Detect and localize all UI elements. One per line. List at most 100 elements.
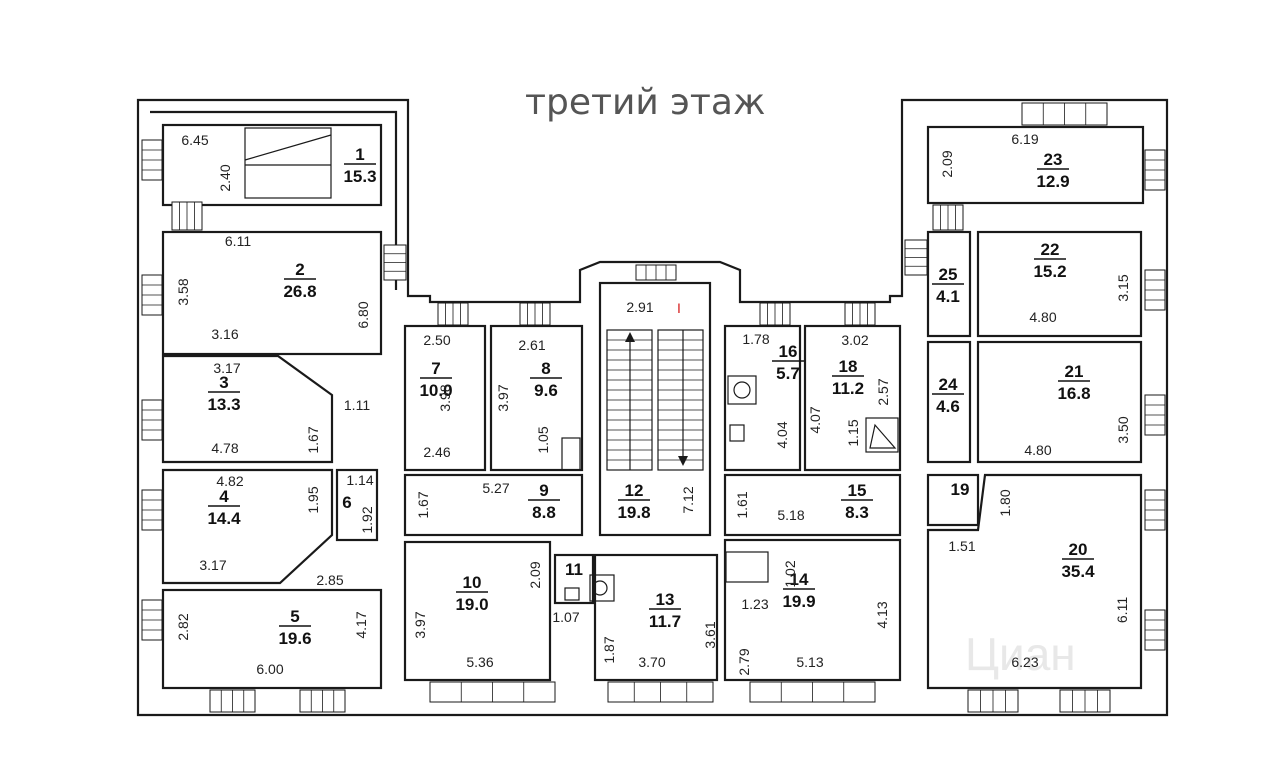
dimension-label: 1.14 (346, 472, 373, 488)
room-area: 11.2 (832, 379, 864, 398)
room-label: 115.3 (343, 145, 376, 186)
fixtures (561, 375, 899, 602)
dimension-label: 4.80 (1029, 309, 1056, 325)
toilet-icon (727, 375, 757, 405)
dimension-labels: 6.452.406.113.583.166.803.171.111.674.78… (175, 131, 1131, 677)
room-9-outline (403, 473, 584, 537)
room-number: 25 (939, 265, 958, 284)
dimension-label: 6.45 (181, 132, 208, 148)
room-10-outline (403, 540, 552, 682)
room-label: 313.3 (207, 373, 240, 414)
window (635, 264, 677, 281)
dimension-label: 6.00 (256, 661, 283, 677)
room-label: 19 (951, 480, 970, 499)
room-5-outline (161, 588, 383, 690)
dimension-label: 1.11 (344, 397, 370, 413)
sink-icon (564, 587, 580, 601)
window (932, 204, 964, 231)
dimension-label: 1.78 (742, 331, 769, 347)
room-number: 7 (431, 359, 440, 378)
room-14-outline (723, 538, 902, 682)
room-area: 14.4 (207, 509, 241, 528)
window (209, 689, 256, 713)
window (429, 681, 556, 703)
room-number: 14 (790, 570, 809, 589)
room-number: 19 (951, 480, 970, 499)
dimension-label: 6.19 (1011, 131, 1038, 147)
sink-icon (729, 424, 745, 442)
dimension-label: 1.67 (415, 491, 431, 518)
room-1-outline (161, 123, 383, 207)
room-area: 12.9 (1036, 172, 1069, 191)
window (437, 302, 469, 326)
window (1021, 102, 1108, 126)
stairs (244, 127, 704, 471)
room-area: 19.6 (278, 629, 311, 648)
room-23-outline (926, 125, 1145, 205)
dimension-label: 2.79 (736, 648, 752, 675)
room-area: 5.7 (776, 364, 800, 383)
window (171, 201, 203, 231)
room-number: 23 (1044, 150, 1063, 169)
window (967, 689, 1019, 713)
room-area: 4.1 (936, 287, 960, 306)
dimension-label: 3.97 (412, 611, 428, 638)
window (904, 239, 928, 276)
window (1144, 269, 1166, 311)
dimension-label: 3.15 (1115, 274, 1131, 301)
dimension-label: 3.17 (199, 557, 226, 573)
room-area: 15.2 (1033, 262, 1066, 281)
dimension-label: 1.07 (552, 609, 579, 625)
room-25-outline (926, 230, 972, 338)
dimension-label: 5.36 (466, 654, 493, 670)
page-title: третий этаж (525, 82, 765, 123)
stair-central (606, 329, 704, 471)
room-area: 8.3 (845, 503, 869, 522)
room-number: 2 (295, 260, 304, 279)
dimension-label: 5.18 (777, 507, 804, 523)
dimension-label: 3.70 (638, 654, 665, 670)
marker-label: I (677, 300, 681, 316)
room-7-outline (403, 324, 487, 472)
room-label: 519.6 (278, 607, 311, 648)
windows (141, 102, 1166, 713)
room-number: 4 (219, 487, 229, 506)
dimension-label: 2.46 (423, 444, 450, 460)
dimension-label: 1.67 (305, 426, 321, 453)
dimension-label: 3.50 (1115, 416, 1131, 443)
window (1059, 689, 1111, 713)
room-number: 10 (463, 573, 482, 592)
room-22-outline (976, 230, 1143, 338)
dimension-label: 4.80 (1024, 442, 1051, 458)
room-15-outline (723, 473, 902, 537)
dimension-label: 1.15 (845, 419, 861, 446)
sink-icon (869, 423, 897, 449)
window (141, 139, 163, 181)
watermark: Циан (965, 628, 1076, 680)
room-label: 6 (342, 493, 351, 512)
window (299, 689, 346, 713)
dimension-label: 2.40 (217, 164, 233, 191)
room-label: 710.0 (419, 359, 452, 400)
room-label: 23 12.9 (1036, 150, 1069, 191)
dimension-label: 3.58 (175, 278, 191, 305)
dimension-label: 3.02 (841, 332, 868, 348)
room-label: 226.8 (283, 260, 316, 301)
dimension-label: 7.12 (680, 486, 696, 513)
dimension-label: 1.23 (741, 596, 768, 612)
room-area: 26.8 (283, 282, 316, 301)
stair-room-1 (244, 127, 332, 199)
bathtub-icon (865, 417, 899, 453)
dimension-label: 4.78 (211, 440, 238, 456)
room-number: 22 (1041, 240, 1060, 259)
dimension-label: 2.85 (316, 572, 343, 588)
window (141, 274, 163, 316)
dimension-label: 4.04 (774, 421, 790, 448)
room-number: 5 (290, 607, 299, 626)
dimension-label: 4.13 (874, 601, 890, 628)
